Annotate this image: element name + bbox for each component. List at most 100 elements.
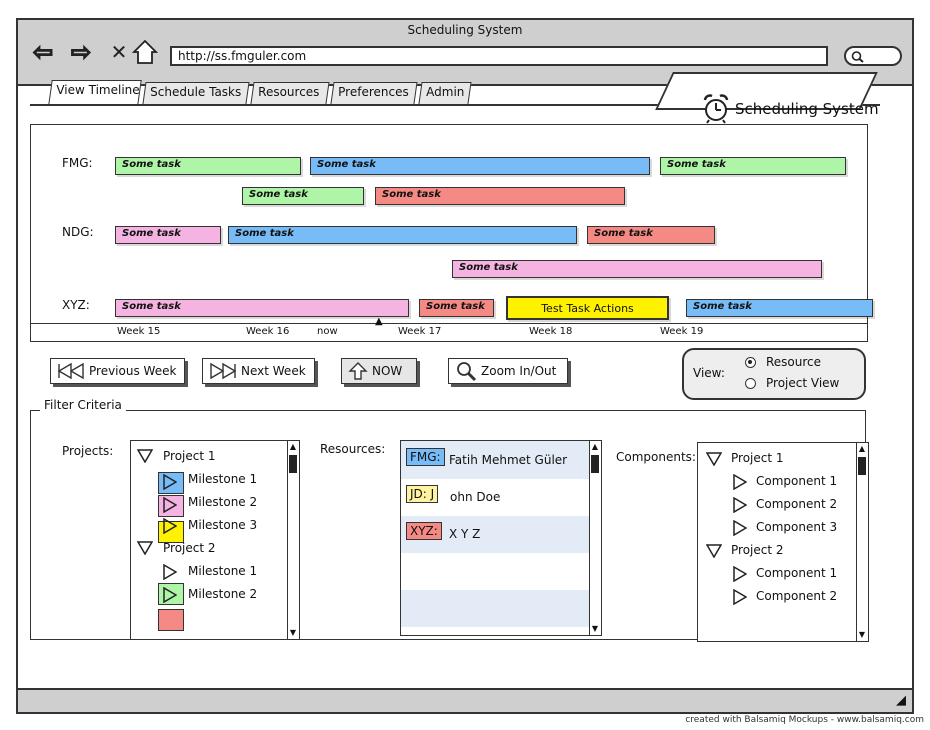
tree-item-project[interactable]: Project 2 [163, 541, 216, 555]
tree-item-project[interactable]: Project 1 [731, 451, 784, 465]
fast-forward-icon [210, 362, 237, 380]
scroll-up-icon[interactable]: ▲ [289, 442, 297, 451]
scroll-down-icon[interactable]: ▼ [289, 628, 297, 637]
components-list[interactable]: ▲ ▼ [697, 442, 869, 642]
tree-item-project[interactable]: Project 1 [163, 449, 216, 463]
tab-preferences[interactable]: Preferences [330, 82, 418, 104]
scrollbar[interactable]: ▲ ▼ [589, 441, 601, 635]
resource-code-badge: XYZ: [406, 522, 442, 540]
collapsed-arrow-icon[interactable] [163, 587, 177, 603]
status-bar: ◢ [18, 688, 912, 712]
tree-item-milestone[interactable]: Milestone 2 [188, 587, 258, 601]
brand-title: Scheduling System [735, 100, 879, 118]
task-bar[interactable]: Some task [686, 299, 873, 317]
browser-search-field[interactable] [844, 46, 902, 66]
magnifier-icon [851, 51, 864, 63]
selected-task-actions[interactable]: Test Task Actions [506, 296, 669, 320]
tab-schedule-tasks[interactable]: Schedule Tasks [142, 82, 250, 104]
resource-item[interactable]: ohn Doe [450, 490, 501, 504]
credit-text: created with Balsamiq Mockups - www.bals… [685, 715, 924, 725]
rewind-icon [57, 362, 84, 380]
now-marker-icon[interactable]: ▲ [375, 316, 383, 327]
collapsed-arrow-icon[interactable] [733, 474, 747, 490]
scroll-down-icon[interactable]: ▼ [858, 630, 866, 639]
magnifier-icon [457, 362, 477, 382]
task-bar[interactable]: Some task [587, 226, 715, 244]
collapsed-arrow-icon[interactable] [163, 474, 177, 490]
task-bar[interactable]: Some task [115, 157, 301, 175]
scroll-thumb[interactable] [591, 455, 599, 473]
expand-icon[interactable] [137, 541, 153, 555]
week-label: Week 16 [246, 326, 290, 337]
projects-list[interactable]: ▲ ▼ [130, 440, 300, 640]
tree-item-milestone[interactable]: Milestone 1 [188, 564, 258, 578]
tree-item-project[interactable]: Project 2 [731, 543, 784, 557]
task-bar[interactable]: Some task [310, 157, 650, 175]
collapsed-arrow-icon[interactable] [733, 497, 747, 513]
task-bar[interactable]: Some task [115, 226, 221, 244]
scroll-up-icon[interactable]: ▲ [858, 444, 866, 453]
tree-item-component[interactable]: Component 2 [756, 497, 838, 511]
collapsed-arrow-icon[interactable] [733, 589, 747, 605]
tree-item-milestone[interactable]: Milestone 1 [188, 472, 258, 486]
scroll-thumb[interactable] [289, 455, 297, 473]
tree-item-component[interactable]: Component 3 [756, 520, 838, 534]
collapsed-arrow-icon[interactable] [733, 566, 747, 582]
week-label: Week 17 [398, 326, 442, 337]
view-option-resource[interactable]: Resource [745, 355, 821, 369]
radio-selected-icon[interactable] [745, 356, 756, 368]
resource-item[interactable]: X Y Z [449, 527, 481, 541]
tree-item-component[interactable]: Component 1 [756, 474, 838, 488]
task-bar[interactable]: Some task [228, 226, 577, 244]
tree-item-milestone[interactable]: Milestone 3 [188, 518, 258, 532]
forward-arrow-icon[interactable]: ⇨ [70, 37, 92, 67]
view-label: View: [693, 366, 725, 380]
task-bar[interactable]: Some task [375, 187, 625, 205]
tab-admin[interactable]: Admin [418, 82, 472, 104]
previous-week-button[interactable]: Previous Week [50, 358, 185, 384]
task-bar[interactable]: Some task [115, 299, 409, 317]
back-arrow-icon[interactable]: ⇦ [32, 37, 54, 67]
collapsed-arrow-icon[interactable] [163, 497, 177, 513]
tree-item-milestone[interactable]: Milestone 2 [188, 495, 258, 509]
home-icon[interactable] [130, 38, 160, 66]
scroll-up-icon[interactable]: ▲ [591, 442, 599, 451]
resize-grip-icon[interactable]: ◢ [896, 693, 906, 708]
view-option-project[interactable]: Project View [745, 376, 839, 390]
tab-resources[interactable]: Resources [250, 82, 330, 104]
tab-view-timeline[interactable]: View Timeline [48, 80, 142, 105]
scroll-down-icon[interactable]: ▼ [591, 624, 599, 633]
components-label: Components: [616, 450, 696, 464]
expand-icon[interactable] [137, 449, 153, 463]
task-bar[interactable]: Some task [242, 187, 364, 205]
url-field[interactable]: http://ss.fmguler.com [170, 46, 828, 66]
view-selector: View: Resource Project View [682, 348, 866, 400]
tab-divider [30, 104, 880, 106]
resource-item[interactable]: Fatih Mehmet Güler [449, 453, 568, 467]
task-bar[interactable]: Some task [419, 299, 494, 317]
tree-item-component[interactable]: Component 1 [756, 566, 838, 580]
task-bar[interactable]: Some task [660, 157, 846, 175]
scrollbar[interactable]: ▲ ▼ [287, 441, 299, 639]
radio-icon[interactable] [745, 377, 756, 389]
collapsed-arrow-icon[interactable] [163, 564, 177, 580]
up-arrow-icon [348, 362, 368, 380]
scrollbar[interactable]: ▲ ▼ [856, 443, 868, 641]
collapsed-arrow-icon[interactable] [163, 518, 177, 534]
week-label: Week 15 [117, 326, 161, 337]
collapsed-arrow-icon[interactable] [733, 520, 747, 536]
expand-icon[interactable] [706, 452, 722, 466]
tree-item-component[interactable]: Component 2 [756, 589, 838, 603]
browser-titlebar: Scheduling System ⇦ ⇨ ✕ http://ss.fmgule… [18, 20, 912, 86]
scroll-thumb[interactable] [858, 457, 866, 475]
now-button[interactable]: NOW [341, 358, 417, 384]
expand-icon[interactable] [706, 544, 722, 558]
next-week-button[interactable]: Next Week [202, 358, 315, 384]
milestone-color-red [158, 609, 184, 631]
resources-list[interactable]: ▲ ▼ [400, 440, 602, 636]
week-scale[interactable]: Week 15 Week 16 now ▲ Week 17 Week 18 We… [30, 316, 868, 342]
zoom-button[interactable]: Zoom In/Out [448, 358, 568, 384]
row-label-ndg: NDG: [62, 225, 94, 239]
stop-icon[interactable]: ✕ [110, 40, 128, 64]
task-bar[interactable]: Some task [452, 260, 822, 278]
